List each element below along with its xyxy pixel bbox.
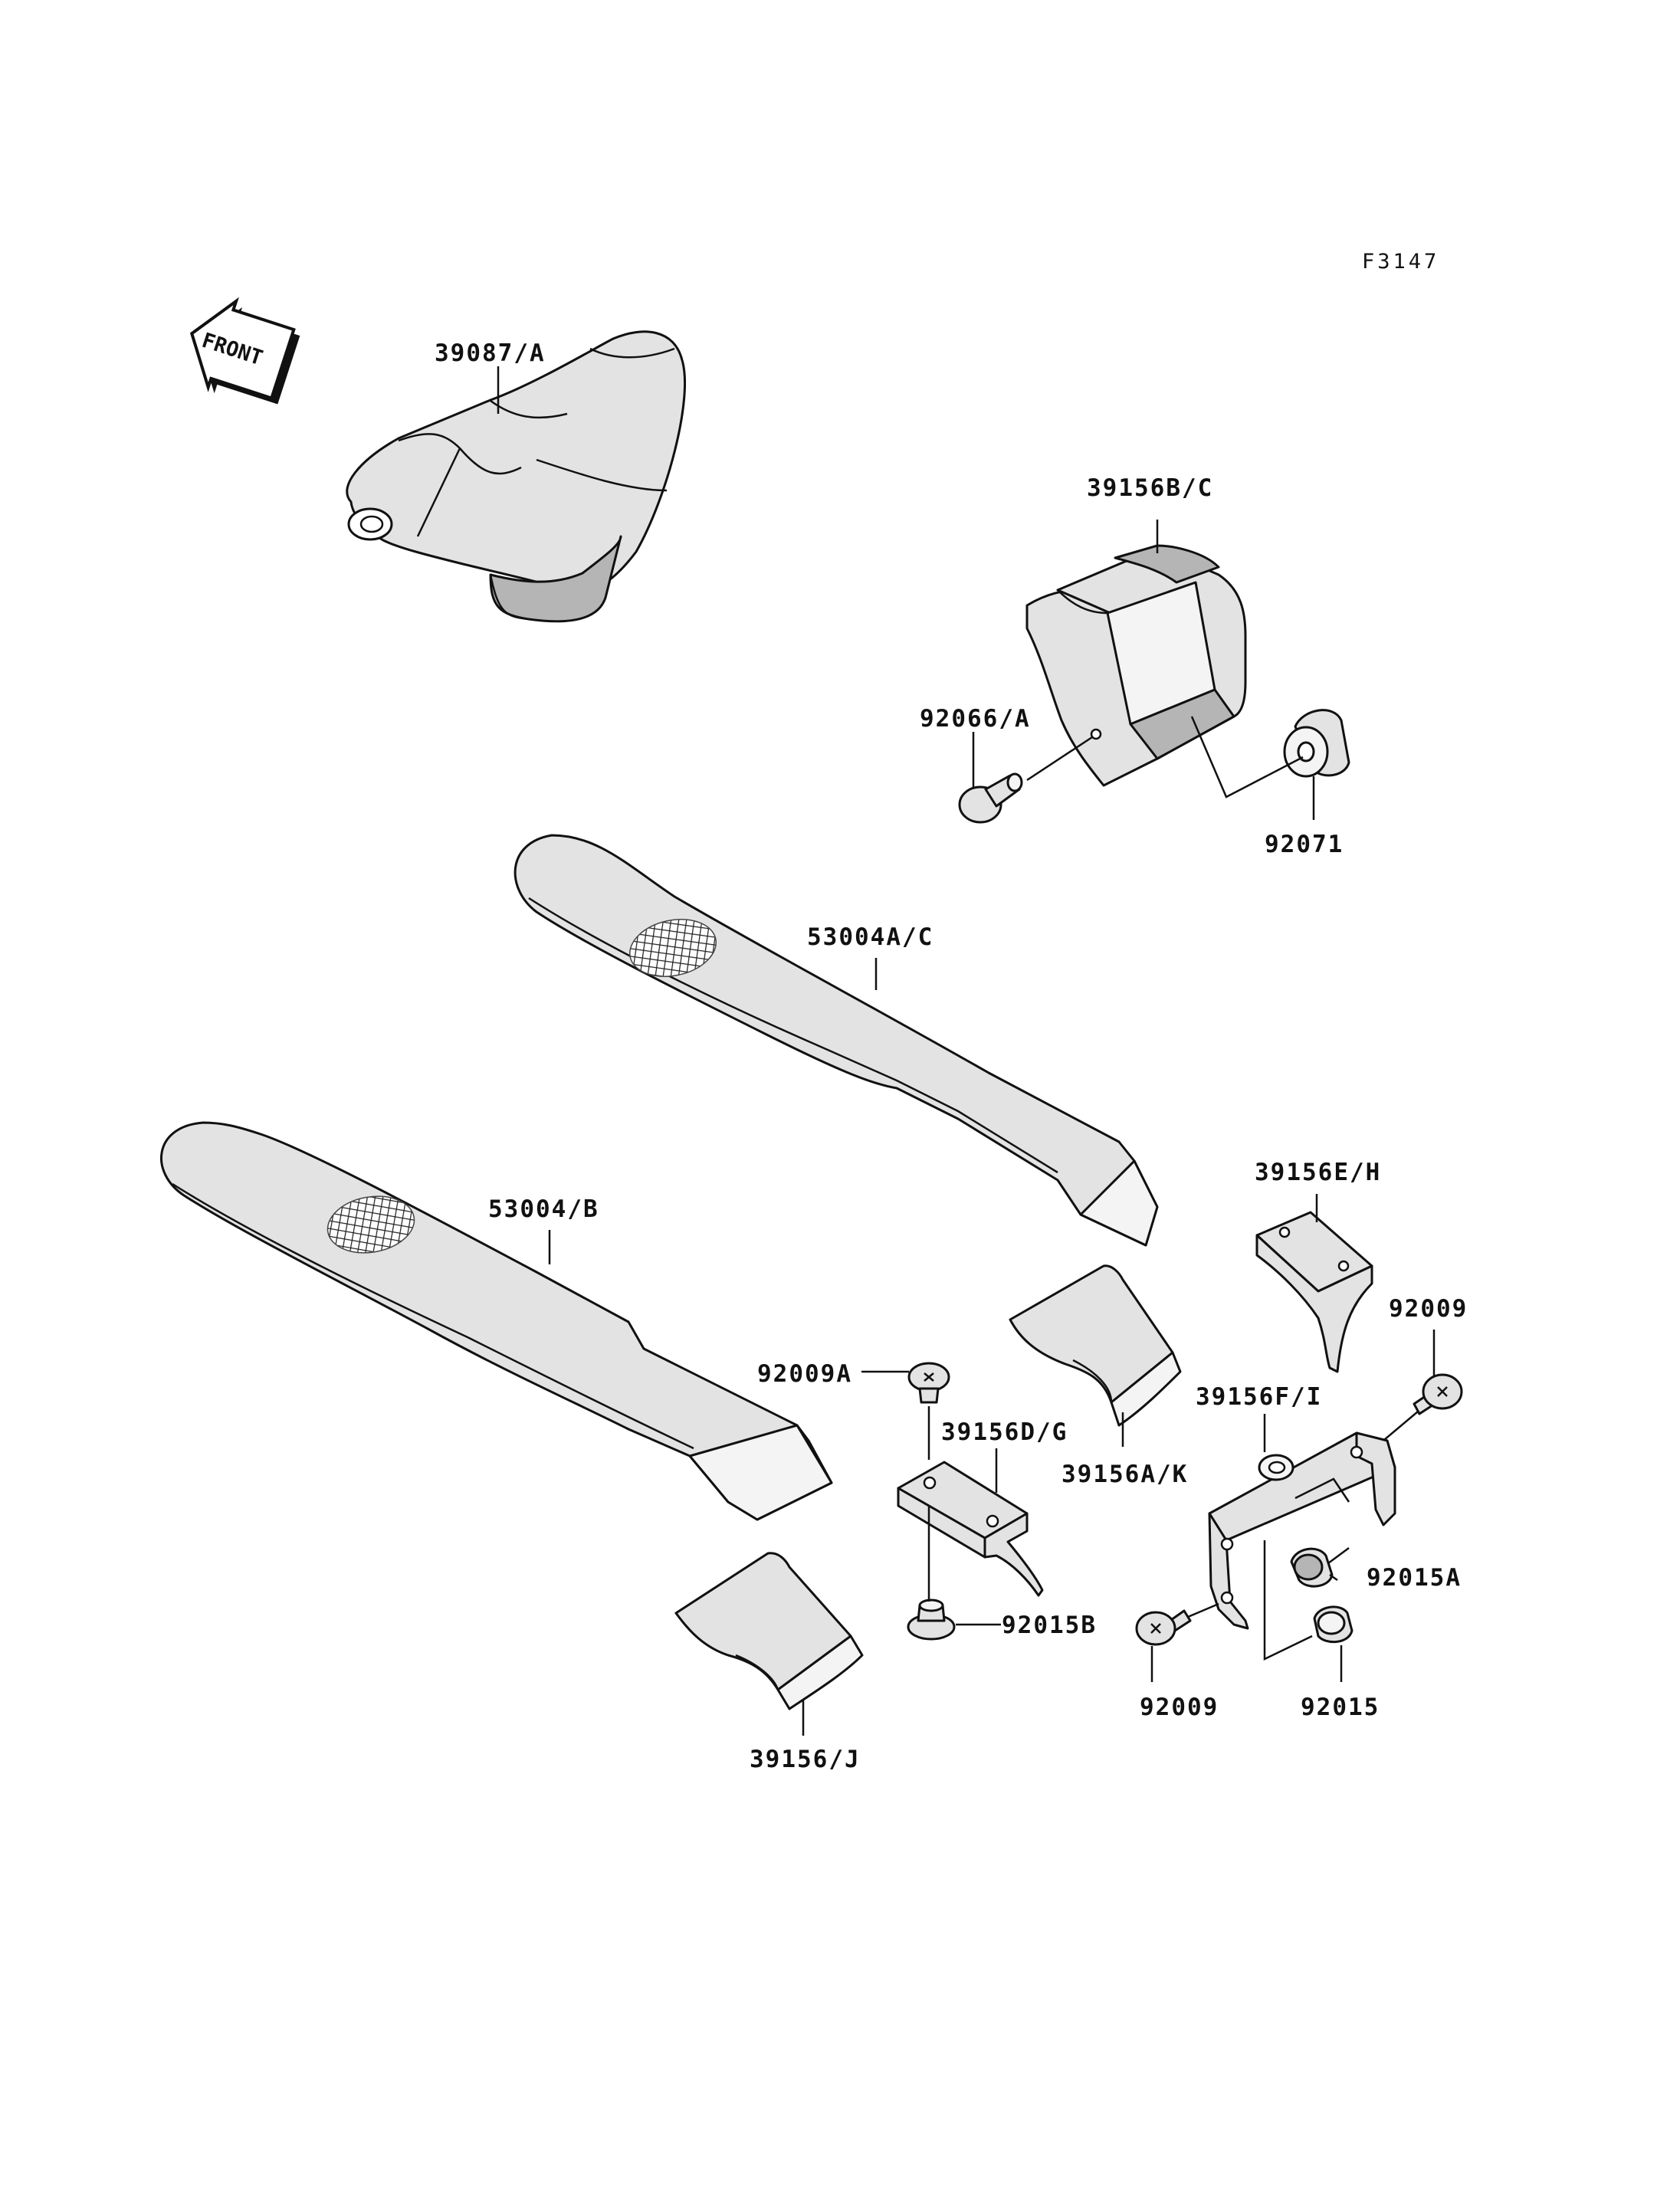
label-92015b: 92015B xyxy=(1002,1612,1097,1639)
label-53004-b: 53004/B xyxy=(488,1195,599,1223)
grommet-92015a xyxy=(1290,1547,1334,1588)
label-39087-a: 39087/A xyxy=(435,339,546,367)
label-39156e-h: 39156E/H xyxy=(1255,1159,1381,1186)
figure-code: F3147 xyxy=(1362,250,1439,274)
label-53004a-c: 53004A/C xyxy=(807,923,934,951)
label-92015a: 92015A xyxy=(1367,1564,1462,1592)
screw-92009-bottom xyxy=(1135,1609,1192,1646)
label-92071: 92071 xyxy=(1265,831,1344,858)
screw-92009a xyxy=(907,1362,950,1404)
cover-39156b xyxy=(1025,544,1247,787)
panel-53004a xyxy=(514,834,1159,1247)
label-92009-bottom: 92009 xyxy=(1140,1694,1219,1721)
pad-39156a xyxy=(1009,1264,1182,1427)
bracket-39156d xyxy=(897,1461,1044,1597)
panel-53004b xyxy=(159,1121,833,1521)
label-92015: 92015 xyxy=(1301,1694,1380,1721)
label-39156f-i: 39156F/I xyxy=(1196,1383,1322,1411)
front-arrow-icon: FRONT xyxy=(189,297,300,405)
grommet-92071 xyxy=(1283,709,1350,778)
screw-92009-right xyxy=(1413,1373,1463,1415)
label-39156b-c: 39156B/C xyxy=(1087,474,1213,502)
grommet-92015 xyxy=(1313,1605,1354,1644)
label-39156-j: 39156/J xyxy=(750,1746,861,1773)
label-92066-a: 92066/A xyxy=(920,705,1031,733)
label-92009a: 92009A xyxy=(757,1360,852,1388)
label-39156a-k: 39156A/K xyxy=(1061,1461,1188,1488)
bracket-39156e xyxy=(1255,1211,1373,1373)
grommet-92015b xyxy=(907,1599,956,1641)
pin-92066 xyxy=(958,772,1023,824)
label-92009-right: 92009 xyxy=(1389,1295,1468,1323)
pad-39156j xyxy=(674,1552,864,1710)
seat-cover-39087 xyxy=(346,330,687,623)
label-39156d-g: 39156D/G xyxy=(941,1418,1068,1446)
bracket-39156f xyxy=(1208,1431,1396,1630)
